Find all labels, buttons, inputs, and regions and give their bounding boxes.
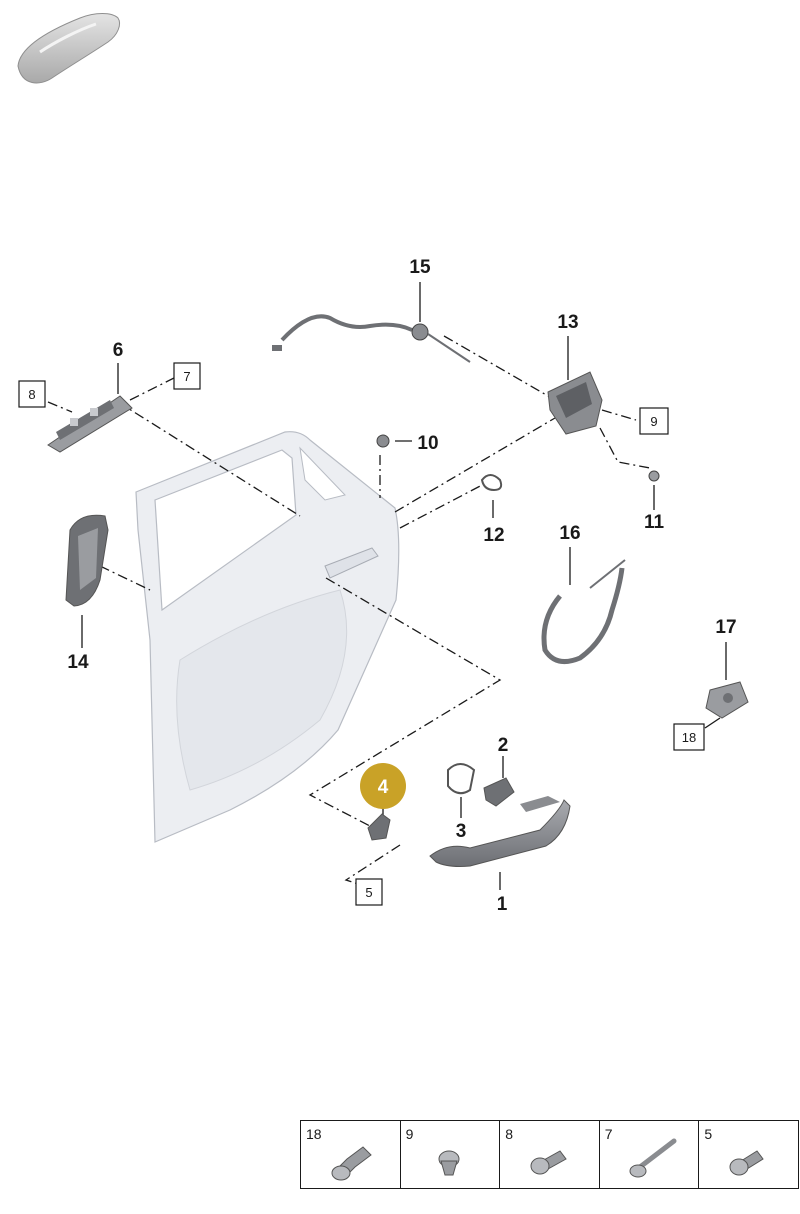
assembly-lines: [47, 335, 651, 885]
part-12-seal: [480, 474, 503, 492]
boxed-callouts: 8 7 9 18 5: [18, 362, 705, 906]
fastener-cell-8[interactable]: 8: [500, 1121, 600, 1188]
fastener-label: 7: [604, 1126, 613, 1142]
callout-labels: 15 13 6 10 11 12 16 17 14 2 4 3 1: [67, 257, 736, 915]
callout-16[interactable]: 16: [559, 523, 580, 544]
part-3-gasket: [447, 763, 476, 795]
fastener-cell-5[interactable]: 5: [699, 1121, 798, 1188]
callout-11[interactable]: 11: [644, 512, 665, 533]
svg-text:5: 5: [365, 885, 372, 900]
car-thumbnail-icon: [17, 13, 121, 84]
callout-2[interactable]: 2: [498, 735, 509, 756]
part-10-plug: [376, 434, 390, 448]
fastener-cell-18[interactable]: 18: [301, 1121, 401, 1188]
clip-icon: [438, 1150, 460, 1176]
part-1-door-handle: [429, 796, 571, 867]
fastener-label: 18: [306, 1126, 322, 1142]
fastener-label: 8: [505, 1126, 513, 1142]
fastener-label: 5: [704, 1126, 713, 1142]
part-16-bowden-cable: [541, 559, 626, 665]
part-13-door-lock: [547, 371, 603, 435]
part-14-access-cover: [65, 514, 109, 607]
callout-6[interactable]: 6: [113, 340, 124, 361]
short-screw-icon: [729, 1150, 765, 1176]
svg-text:9: 9: [650, 414, 657, 429]
callout-17[interactable]: 17: [715, 617, 736, 638]
fastener-table: 18 9 8 7 5: [300, 1120, 799, 1189]
fastener-cell-7[interactable]: 7: [600, 1121, 700, 1188]
rear-door-panel: [135, 431, 400, 843]
box-callout-7[interactable]: 7: [173, 362, 201, 390]
screw-icon: [530, 1150, 567, 1175]
part-4-bracket: [367, 813, 391, 841]
box-callout-18[interactable]: 18: [673, 723, 705, 751]
callout-4[interactable]: 4: [378, 777, 389, 798]
highlight-marker: [360, 763, 406, 809]
fastener-label: 9: [405, 1126, 414, 1142]
svg-text:7: 7: [183, 369, 190, 384]
callout-10[interactable]: 10: [417, 433, 438, 454]
part-11-clip: [648, 470, 660, 482]
callout-12[interactable]: 12: [483, 525, 504, 546]
part-15-cable: [272, 314, 471, 363]
callout-3[interactable]: 3: [456, 821, 467, 842]
part-6-handle-carrier: [47, 395, 133, 453]
callout-13[interactable]: 13: [557, 312, 578, 333]
svg-text:8: 8: [28, 387, 35, 402]
fastener-cell-9[interactable]: 9: [401, 1121, 501, 1188]
svg-text:18: 18: [682, 730, 696, 745]
box-callout-9[interactable]: 9: [639, 407, 669, 435]
part-2-cap: [483, 777, 515, 807]
callout-14[interactable]: 14: [67, 652, 89, 673]
part-17-striker: [705, 681, 749, 719]
box-callout-8[interactable]: 8: [18, 380, 46, 408]
callout-1[interactable]: 1: [497, 894, 508, 915]
box-callout-5[interactable]: 5: [355, 878, 383, 906]
long-bolt-icon: [629, 1138, 677, 1178]
callout-15[interactable]: 15: [409, 257, 431, 278]
bolt-icon: [331, 1146, 372, 1181]
leader-lines: [81, 282, 727, 890]
